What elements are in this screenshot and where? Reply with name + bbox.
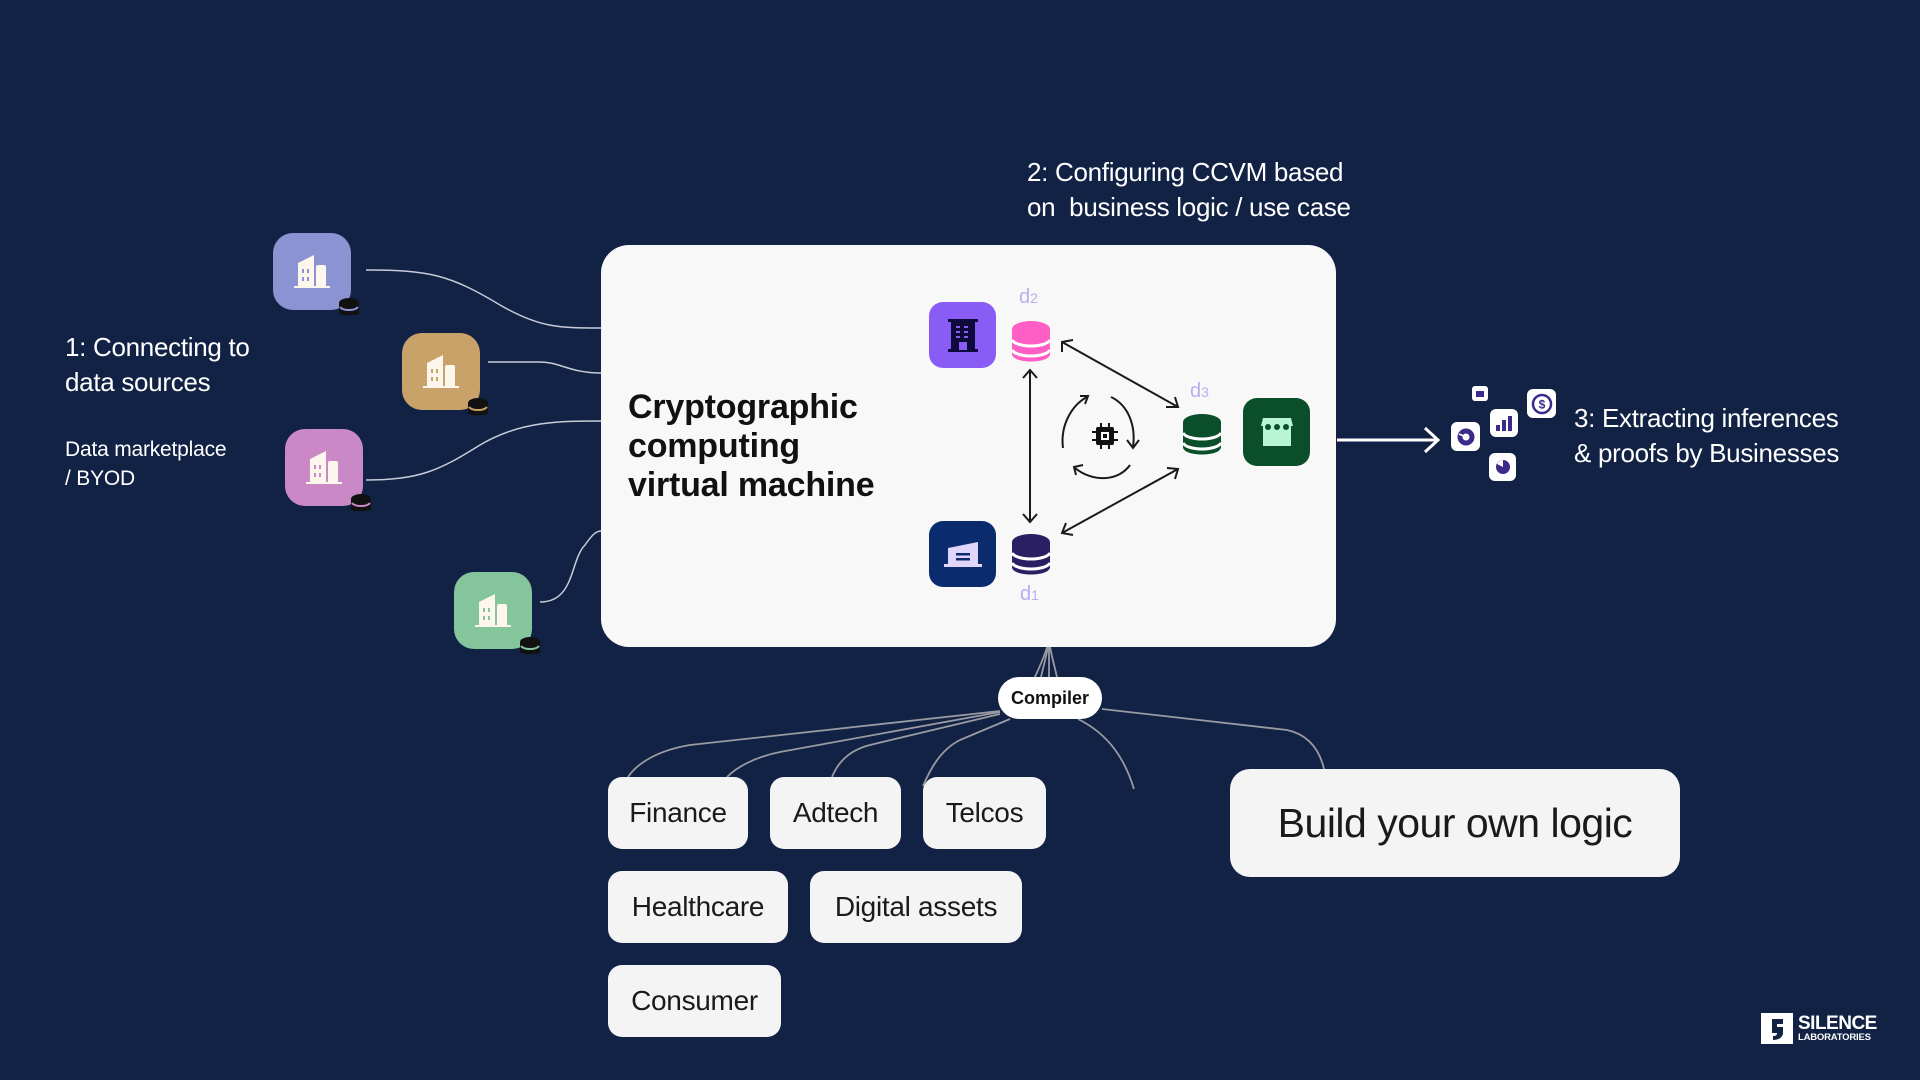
d-label-subscript: 3 [1201,384,1209,400]
step2-title: 2: Configuring CCVM based on business lo… [1027,155,1351,225]
database-icon [468,398,488,416]
database-d3-icon [1182,414,1222,455]
bar-chart-icon [1496,416,1512,431]
use-case-finance[interactable]: Finance [608,777,748,849]
database-icon [520,637,540,655]
use-case-consumer[interactable]: Consumer [608,965,781,1037]
d-label-subscript: 1 [1031,587,1039,603]
ccvm-title-line1: Cryptographic [628,388,858,426]
step3-line2: & proofs by Businesses [1574,438,1840,468]
warehouse-tile[interactable] [929,521,996,587]
compiler-line-telcos [922,718,1011,787]
use-case-digital-assets[interactable]: Digital assets [810,871,1022,943]
building-icon [423,355,459,388]
source-line-2 [488,361,602,374]
step1-title-line1: 1: Connecting to [65,332,250,362]
data-source-tile-3[interactable] [285,429,371,512]
use-case-adtech[interactable]: Adtech [770,777,901,849]
d3-label: d3 [1190,380,1209,402]
office-building-tile[interactable] [929,302,996,368]
office-building-icon [947,319,978,352]
output-arrow-icon [1337,426,1441,454]
compiler-pill[interactable]: Compiler [998,677,1102,719]
ccvm-title-line2: computing [628,427,800,465]
warehouse-icon [943,542,982,567]
svg-text:$: $ [1538,397,1545,411]
donut-chart-icon [1457,428,1474,445]
step1-title-line2: data sources [65,367,211,397]
compiler-line-build [1101,708,1325,770]
building-icon [475,594,511,627]
step3-title: 3: Extracting inferences & proofs by Bus… [1574,401,1839,471]
report-tile [1472,386,1488,401]
database-d1-icon [1011,534,1051,575]
dollar-icon: $ [1531,393,1552,414]
build-your-own-logic-button[interactable]: Build your own logic [1230,769,1680,877]
database-icon [351,494,371,512]
step1-title: 1: Connecting to data sources [65,330,250,400]
d1-label: d1 [1020,583,1039,605]
logo-text-silence: SILENCE [1798,1013,1877,1035]
use-case-telcos[interactable]: Telcos [923,777,1046,849]
step3-line1: 3: Extracting inferences [1574,403,1839,433]
source-line-3 [365,420,602,481]
data-source-tile-4[interactable] [454,572,540,655]
building-icon [294,255,330,288]
source-line-1 [365,269,602,329]
step1-subtitle: Data marketplace / BYOD [65,435,227,493]
storefront-tile[interactable] [1243,398,1310,466]
step2-line2: on business logic / use case [1027,192,1351,222]
ccvm-title-line3: virtual machine [628,466,875,504]
compiler-line-adtech [831,713,1001,778]
donut-chart-tile [1451,422,1480,451]
building-icon [306,451,342,484]
use-case-healthcare[interactable]: Healthcare [608,871,788,943]
d-label-subscript: 2 [1030,290,1038,306]
step1-sub-line2: / BYOD [65,467,135,490]
cpu-chip-icon [1092,423,1118,449]
pie-chart-icon [1495,460,1510,474]
database-d2-icon [1011,321,1051,362]
silence-labs-logo: SILENCE LABORATORIES [1761,1013,1877,1044]
storefront-icon [1260,418,1293,446]
data-source-tile-1[interactable] [273,233,359,316]
ccvm-title: Cryptographic computing virtual machine [628,388,875,505]
report-icon [1476,390,1484,397]
database-icon [339,298,359,316]
compiler-line-finance-2 [726,711,1001,778]
dollar-tile: $ [1527,389,1556,418]
data-source-tile-2[interactable] [402,333,488,416]
step1-sub-line1: Data marketplace [65,438,227,461]
pie-chart-tile [1489,453,1516,481]
compiler-line-hidden [1077,718,1135,790]
logo-text-laboratories: LABORATORIES [1798,1032,1871,1044]
d2-label: d2 [1019,286,1038,308]
source-line-4 [539,530,602,603]
compiler-line-finance [627,710,1001,778]
logo-mark-icon [1761,1013,1793,1044]
step2-line1: 2: Configuring CCVM based [1027,157,1344,187]
bar-chart-tile [1490,409,1518,437]
